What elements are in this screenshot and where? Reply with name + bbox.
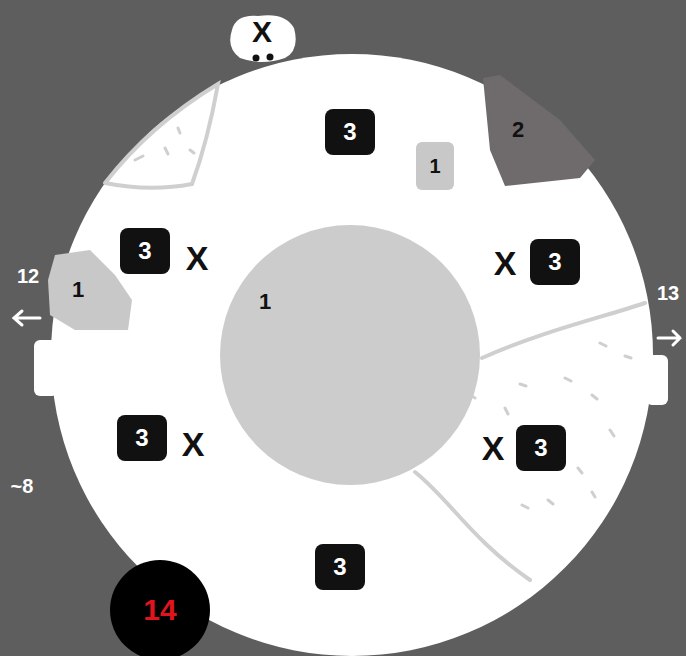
blocked-mark: X [186, 241, 209, 275]
space-number: 3 [548, 250, 561, 274]
tile-fill [120, 228, 170, 274]
node-shape [46, 248, 136, 334]
room-tile: 3 [315, 544, 365, 590]
room-tile: 3 [325, 109, 375, 155]
region-edge [415, 472, 530, 580]
exit-arrow [658, 331, 680, 345]
blocked-mark: X [482, 431, 505, 465]
space-number: 3 [343, 120, 356, 144]
node-shape [480, 72, 598, 190]
left-exit [34, 340, 58, 396]
dot [267, 54, 274, 61]
tile-fill [516, 425, 566, 471]
hill-outline [105, 84, 218, 188]
room-tile: 3 [120, 228, 170, 274]
exit-arrow [14, 311, 40, 325]
space-number: 1 [72, 279, 84, 301]
space-number: 3 [333, 555, 346, 579]
tile-fill [530, 239, 580, 285]
center-circle: 1 [220, 225, 480, 485]
grey-zone: 1 [46, 248, 136, 334]
zone-fill [48, 250, 132, 330]
counter-badge: 14 [110, 560, 210, 656]
zone-fill [483, 75, 595, 186]
dark-zone: 2 [480, 72, 598, 190]
blocked-mark: X [252, 17, 272, 47]
right-exit [646, 355, 668, 405]
room-tile: 3 [117, 415, 167, 461]
exit-number: 12 [17, 266, 39, 286]
tile-fill [416, 142, 454, 190]
region-edge [482, 303, 645, 358]
small-tile: 1 [416, 142, 454, 190]
circle-fill [220, 225, 480, 485]
exit-number: 13 [657, 283, 679, 303]
space-number: 14 [143, 595, 176, 625]
blocked-mark: X [182, 427, 205, 461]
space-number: 3 [135, 426, 148, 450]
space-number: 1 [429, 156, 440, 176]
space-number: 3 [534, 436, 547, 460]
space-number: 2 [512, 119, 524, 141]
tile-fill [325, 109, 375, 155]
room-tile: 3 [530, 239, 580, 285]
region-marks [470, 343, 631, 508]
blocked-mark: X [494, 246, 517, 280]
top-exit [230, 15, 296, 62]
tile-fill [117, 415, 167, 461]
room-tile: 3 [516, 425, 566, 471]
node-shape [220, 225, 480, 485]
space-number: 1 [259, 291, 271, 313]
dot [253, 55, 260, 62]
circle-fill [110, 560, 210, 656]
hill-marks [135, 128, 194, 160]
tile-fill [315, 544, 365, 590]
space-number: 3 [138, 239, 151, 263]
exit-number: ~8 [11, 476, 34, 496]
